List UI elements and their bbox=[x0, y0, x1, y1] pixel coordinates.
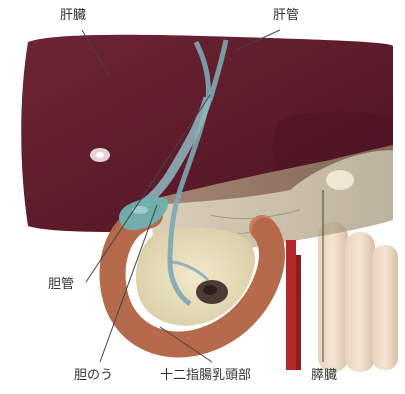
label-pancreas: 膵臓 bbox=[311, 369, 337, 382]
label-gallbladder: 胆のう bbox=[74, 369, 113, 382]
label-bile-duct: 胆管 bbox=[48, 278, 74, 291]
blood-vessel bbox=[286, 240, 301, 370]
label-liver: 肝臓 bbox=[60, 9, 86, 22]
label-duodenal-papilla: 十二指腸乳頭部 bbox=[160, 369, 251, 382]
intestine-tubes bbox=[318, 222, 398, 372]
label-hepatic-duct: 肝管 bbox=[273, 9, 299, 22]
